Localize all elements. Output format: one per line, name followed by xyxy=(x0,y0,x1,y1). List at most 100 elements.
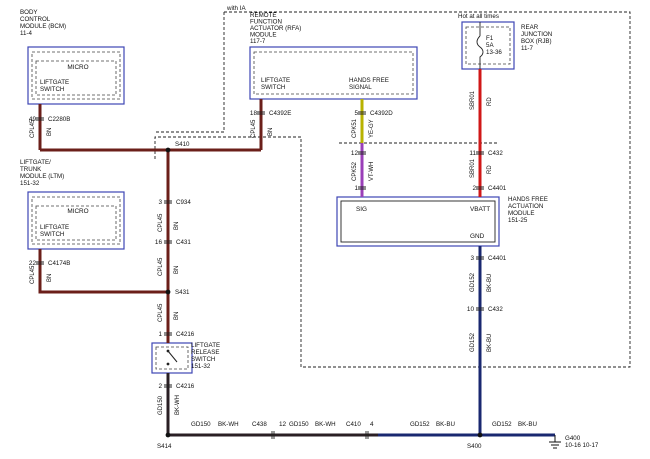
splice-s400-dot xyxy=(477,432,483,438)
rjb-name-3: BOX (RJB) xyxy=(521,38,552,45)
rfa-hands-free-2: SIGNAL xyxy=(349,84,372,91)
wire-label-gd150-h2: GD150 xyxy=(289,421,309,428)
wire-color-bn-rfa: BN xyxy=(268,128,274,136)
rjb-fuse-ref: 13-36 xyxy=(486,49,502,56)
ground-symbol xyxy=(549,435,561,449)
wire-label-sbr01-a: SBR01 xyxy=(470,90,476,110)
hfam-vbatt-label: VBATT xyxy=(470,206,490,213)
pin-2-c4216: 2 xyxy=(158,383,162,390)
ground-refs: 10-16 10-17 xyxy=(565,442,599,449)
connector-c4401-top: C4401 xyxy=(488,185,507,192)
pin-3-c4401: 3 xyxy=(470,255,474,262)
pin-5: 5 xyxy=(354,110,358,117)
splice-s414: S414 xyxy=(157,443,172,450)
ltm-name-1: LIFTGATE/ xyxy=(20,159,51,166)
wire-label-cpl45-b: CPL45 xyxy=(158,257,164,276)
wire-color-bk-wh-v: BK-WH xyxy=(175,395,181,415)
wire-label-cpl45-c: CPL45 xyxy=(158,303,164,322)
connector-c934: C934 xyxy=(176,199,191,206)
pin-1-c4216: 1 xyxy=(158,331,162,338)
hot-at-all-times-label: Hot at all times xyxy=(458,13,499,20)
wire-label-gd152-h2: GD152 xyxy=(492,421,512,428)
pin-49: 49 xyxy=(29,116,37,123)
pin-18: 18 xyxy=(250,110,258,117)
bcm-name-4: 11-4 xyxy=(20,30,32,37)
pin-1-hfam: 1 xyxy=(354,185,358,192)
bcm-switch-2: SWITCH xyxy=(40,86,64,93)
bcm-micro-label: MICRO xyxy=(67,64,88,71)
connector-c4216-top: C4216 xyxy=(176,331,195,338)
ltm-switch-1: LIFTGATE xyxy=(40,224,69,231)
bcm-name-2: CONTROL xyxy=(20,16,51,23)
ltm-switch-2: SWITCH xyxy=(40,231,64,238)
rfa-name-1: REMOTE xyxy=(250,12,276,19)
ltm-name-3: MODULE (LTM) xyxy=(20,173,64,180)
hfam-name-4: 151-25 xyxy=(508,217,528,224)
rfa-module xyxy=(249,46,418,100)
rjb-name-2: JUNCTION xyxy=(521,31,552,38)
connector-c4174b: C4174B xyxy=(48,260,70,267)
pin-22: 22 xyxy=(29,260,37,267)
pin-12: 12 xyxy=(351,150,359,157)
release-switch-name-2: RELEASE xyxy=(191,349,220,356)
connector-c4216-bottom: C4216 xyxy=(176,383,195,390)
rjb-name-4: 11-7 xyxy=(521,45,533,52)
wire-cpl45-ltm xyxy=(38,249,168,294)
rfa-name-3: ACTUATOR (RFA) xyxy=(250,25,301,32)
connector-c438: C438 xyxy=(252,421,267,428)
wire-color-bn-bcm: BN xyxy=(47,128,53,136)
rfa-liftgate-switch-1: LIFTGATE xyxy=(261,77,290,84)
connector-c432-top: C432 xyxy=(488,150,503,157)
wire-color-vt-wh: VT-WH xyxy=(369,162,375,181)
rjb-module xyxy=(461,21,515,70)
hfam-module xyxy=(336,196,500,247)
with-ia-boundary xyxy=(154,11,631,368)
rfa-name-4: MODULE xyxy=(250,32,276,39)
bcm-switch-1: LIFTGATE xyxy=(40,79,69,86)
rfa-hands-free-1: HANDS FREE xyxy=(349,77,389,84)
hfam-sig-label: SIG xyxy=(356,206,367,213)
connector-c431: C431 xyxy=(176,239,191,246)
rfa-liftgate-switch-2: SWITCH xyxy=(261,84,285,91)
wire-label-cpk51: CPK51 xyxy=(352,118,358,138)
hfam-name-1: HANDS FREE xyxy=(508,196,548,203)
connector-c410: C410 xyxy=(346,421,361,428)
wire-color-bk-bu-b: BK-BU xyxy=(487,334,493,352)
release-switch-name-4: 151-32 xyxy=(191,363,211,370)
wire-label-sbr01-b: SBR01 xyxy=(470,158,476,178)
wire-color-bk-bu-h1: BK-BU xyxy=(436,421,455,428)
rfa-name-2: FUNCTION xyxy=(250,19,282,26)
pin-2: 2 xyxy=(472,185,476,192)
ltm-micro-label: MICRO xyxy=(67,208,88,215)
wire-color-bn-ltm: BN xyxy=(47,274,53,282)
ltm-name-4: 151-32 xyxy=(20,180,40,187)
wire-color-bk-wh-h1: BK-WH xyxy=(218,421,239,428)
hfam-gnd-label: GND xyxy=(470,233,485,240)
pin-11: 11 xyxy=(469,150,476,157)
rfa-name-5: 117-7 xyxy=(250,38,266,45)
wire-color-bk-wh-h2: BK-WH xyxy=(315,421,336,428)
wire-label-gd150-h1: GD150 xyxy=(191,421,211,428)
release-switch xyxy=(151,342,193,374)
rjb-name-1: REAR xyxy=(521,24,539,31)
rjb-fuse-id: F1 xyxy=(486,35,494,42)
ltm-module xyxy=(27,191,125,250)
wire-color-bn-b: BN xyxy=(174,266,180,274)
ltm-name-2: TRUNK xyxy=(20,166,42,173)
connector-c432-bottom: C432 xyxy=(488,306,503,313)
pin-10: 10 xyxy=(467,306,475,313)
splice-s410: S410 xyxy=(175,141,190,148)
wire-label-gd152-b: GD152 xyxy=(470,332,476,352)
splice-s431: S431 xyxy=(175,289,190,296)
splice-s414-dot xyxy=(165,432,171,438)
wire-label-gd150-v: GD150 xyxy=(158,395,164,415)
rjb-fuse-rating: 5A xyxy=(486,42,494,49)
wire-color-bk-bu-h2: BK-BU xyxy=(518,421,537,428)
pin-4-c410: 4 xyxy=(370,421,374,428)
splice-s431-dot xyxy=(165,289,171,295)
wire-color-rd-a: RD xyxy=(487,97,493,106)
splice-s400: S400 xyxy=(467,443,482,450)
wire-color-rd-b: RD xyxy=(487,165,493,174)
connector-c2280b: C2280B xyxy=(48,116,70,123)
splice-s410-dot xyxy=(165,147,171,153)
